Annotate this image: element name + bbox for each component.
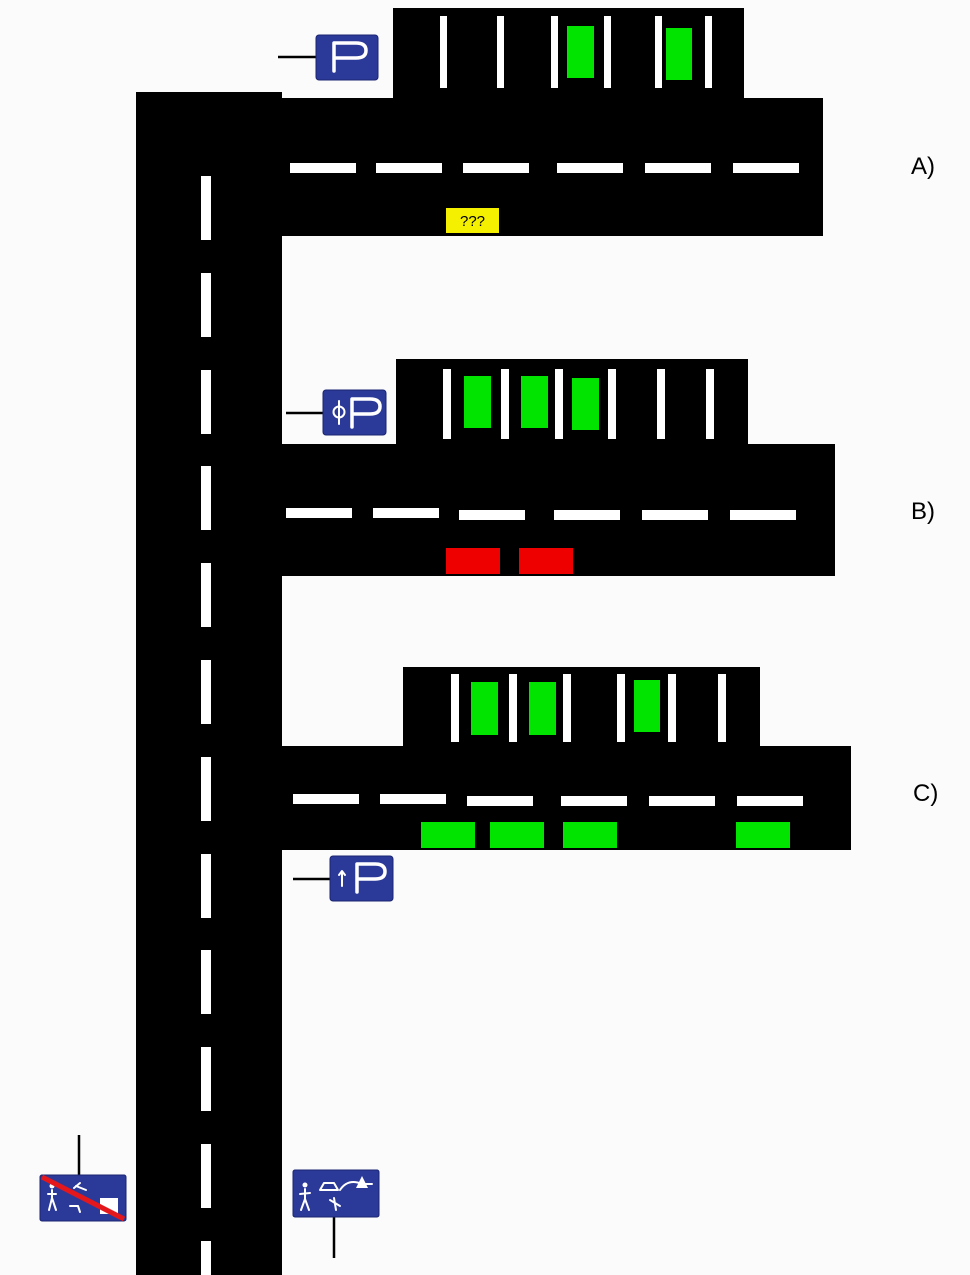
end-zone-diagonal xyxy=(40,1174,126,1222)
unknown-marker-text: ??? xyxy=(460,213,485,230)
section-label-a: A) xyxy=(911,153,935,180)
lane-dash xyxy=(561,796,627,806)
traffic-calmed-zone-sign-icon xyxy=(292,1169,380,1258)
lane-dash xyxy=(201,1047,211,1111)
stall-line xyxy=(509,674,517,742)
stall-line xyxy=(440,16,447,88)
parking-letter-glyph xyxy=(350,397,382,429)
parked-vehicle-free xyxy=(736,822,790,848)
lane-dash xyxy=(642,510,708,520)
parked-vehicle-free xyxy=(521,376,548,428)
parked-vehicle-free xyxy=(529,682,556,735)
stall-line xyxy=(668,674,676,742)
lane-dash xyxy=(201,273,211,337)
lane-dash xyxy=(201,854,211,918)
stall-line xyxy=(705,16,712,88)
parking-sign-icon xyxy=(293,855,394,902)
roadside-vehicles-c xyxy=(421,822,790,848)
lane-dash xyxy=(201,370,211,434)
parking-letter-glyph xyxy=(355,862,387,894)
parked-vehicle-occupied xyxy=(519,548,573,574)
pedestrian-glyph xyxy=(47,1189,57,1211)
stall-line xyxy=(555,369,563,439)
parked-vehicle-free xyxy=(464,376,491,428)
unknown-marker: ??? xyxy=(446,208,499,233)
stall-line xyxy=(451,674,459,742)
lane-dash xyxy=(201,950,211,1014)
parking-stalls-c xyxy=(451,674,726,742)
parking-stalls-b xyxy=(443,369,714,439)
stall-line xyxy=(604,16,611,88)
lane-dash xyxy=(380,794,446,804)
parking-with-parking-disc-sign-icon xyxy=(286,389,387,436)
lane-dash xyxy=(376,163,442,173)
parked-vehicle-occupied xyxy=(446,548,500,574)
lane-dash xyxy=(459,510,525,520)
parked-vehicle-free xyxy=(634,680,660,732)
direction-arrow-head xyxy=(338,870,346,876)
parked-vehicle-free xyxy=(471,682,498,735)
road-network xyxy=(136,8,851,1275)
lane-dash xyxy=(201,757,211,821)
parking-bay-c xyxy=(403,667,760,748)
stall-line xyxy=(706,369,714,439)
parked-vehicle-free xyxy=(666,28,692,80)
end-of-traffic-calmed-zone-sign-icon xyxy=(39,1135,127,1222)
branch-c-centre-line xyxy=(293,794,803,806)
stall-line xyxy=(655,16,662,88)
parked-vehicle-free xyxy=(572,378,599,430)
lane-dash xyxy=(286,508,352,518)
lane-dash xyxy=(645,163,711,173)
parked-vehicle-free xyxy=(567,26,594,78)
stall-line xyxy=(501,369,509,439)
lane-dash xyxy=(201,660,211,724)
lane-dash xyxy=(290,163,356,173)
lane-dash xyxy=(293,794,359,804)
section-label-c: C) xyxy=(913,780,938,807)
parking-stalls-a xyxy=(440,16,712,88)
parked-vehicle-free xyxy=(490,822,544,848)
parking-sign-icon xyxy=(278,34,379,81)
stall-line xyxy=(617,674,625,742)
lane-dash xyxy=(463,163,529,173)
child-playing-glyph xyxy=(329,1197,341,1211)
stall-line xyxy=(608,369,616,439)
stall-line xyxy=(563,674,571,742)
parking-letter-glyph xyxy=(332,41,368,73)
stall-line xyxy=(657,369,665,439)
branch-a-centre-line xyxy=(290,163,799,173)
lane-dash xyxy=(201,1144,211,1208)
lane-dash xyxy=(201,176,211,240)
stall-line xyxy=(551,16,558,88)
pedestrian-glyph xyxy=(299,1188,311,1211)
lane-dash xyxy=(733,163,799,173)
lane-dash xyxy=(554,510,620,520)
unknown-marker-box xyxy=(446,208,499,233)
parked-vehicle-free xyxy=(563,822,617,848)
stall-line xyxy=(497,16,504,88)
child-playing-glyph xyxy=(69,1182,87,1213)
car-glyph xyxy=(319,1182,339,1191)
stall-line xyxy=(718,674,726,742)
lane-dash xyxy=(467,796,533,806)
stall-line xyxy=(443,369,451,439)
section-label-b: B) xyxy=(911,498,935,525)
lane-dash xyxy=(201,563,211,627)
house-glyph xyxy=(356,1176,368,1188)
lane-dash xyxy=(201,466,211,530)
lane-dash xyxy=(201,1241,211,1275)
branch-b-centre-line xyxy=(286,508,796,520)
main-road-centre-line xyxy=(201,176,211,1275)
lane-dash xyxy=(373,508,439,518)
lane-dash xyxy=(557,163,623,173)
parked-vehicle-free xyxy=(421,822,475,848)
roadside-vehicles-b xyxy=(446,548,573,574)
lane-dash xyxy=(649,796,715,806)
lane-dash xyxy=(737,796,803,806)
lane-dash xyxy=(730,510,796,520)
pedestrian-head xyxy=(302,1182,308,1188)
